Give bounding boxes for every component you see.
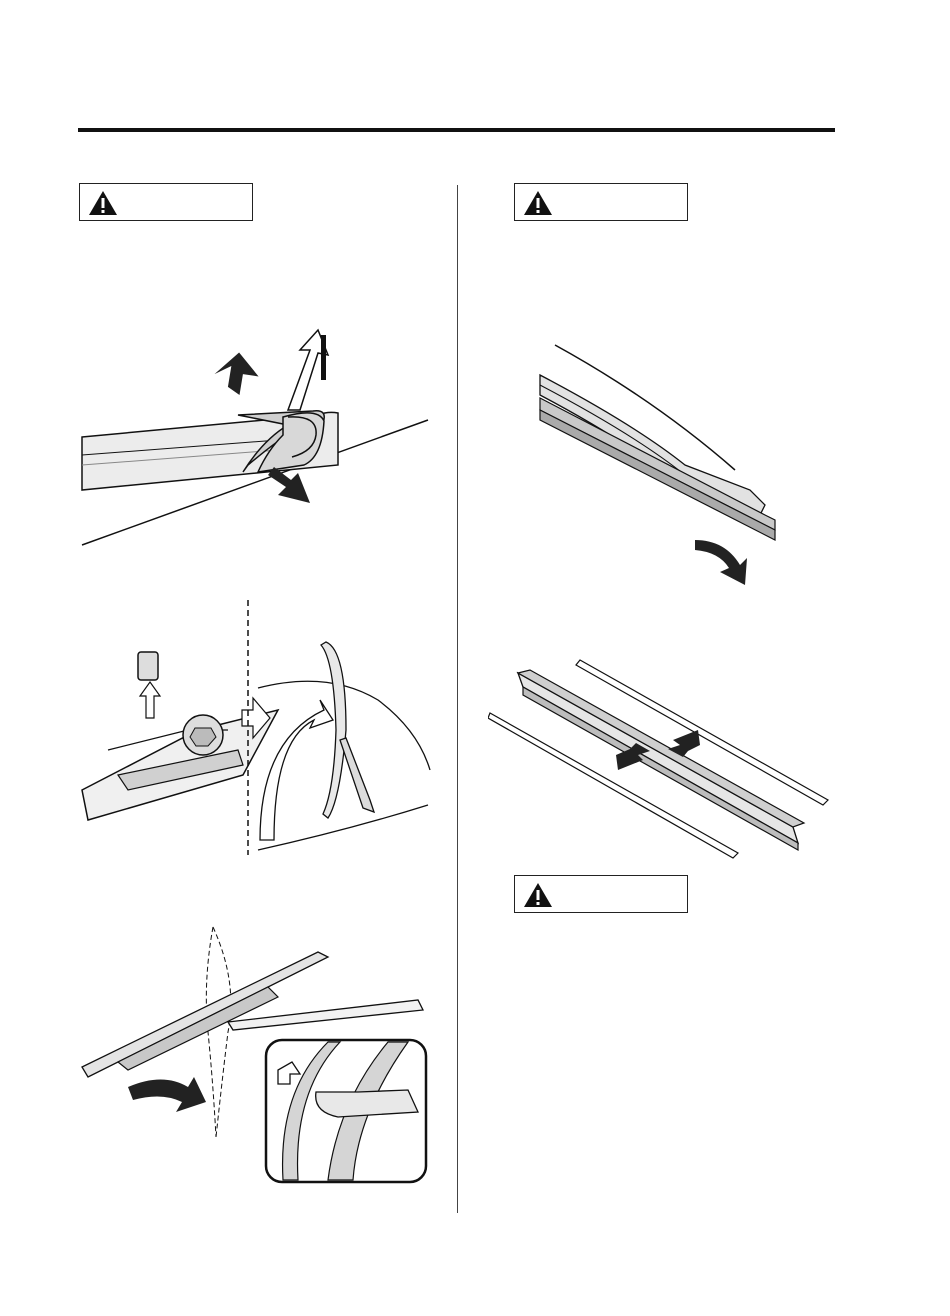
figure-rubber-removal (539, 344, 776, 585)
figure-arm-cover-removal (81, 328, 429, 546)
warning-triangle-icon (524, 883, 552, 907)
top-rule (78, 128, 835, 132)
column-divider (457, 185, 458, 1213)
figure-blade-removal (81, 926, 428, 1184)
figure-arm-lift (81, 600, 431, 855)
caution-box-3 (514, 875, 688, 913)
caution-box-2 (514, 183, 688, 221)
figure-insert-install (488, 659, 829, 859)
warning-triangle-icon (524, 191, 552, 215)
caution-box-1 (79, 183, 253, 221)
warning-triangle-icon (89, 191, 117, 215)
